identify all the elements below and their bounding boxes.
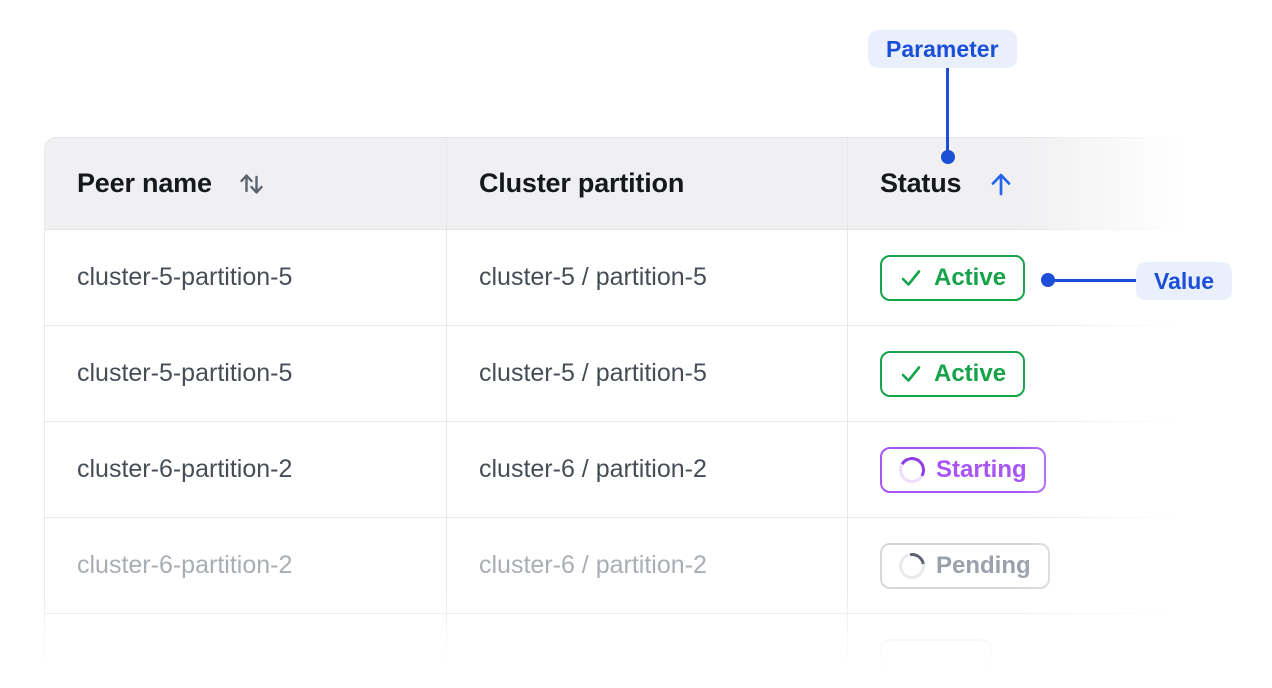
peer-name-cell: cluster-6-partition-2 [45, 422, 447, 517]
cluster-partition-cell: cluster-5 / partition-5 [447, 326, 848, 421]
value-callout-pill: Value [1136, 262, 1233, 300]
peers-table: Peer name Cluster partition Status [44, 137, 1212, 688]
table-row: cluster-6-partition-2 cluster-6 / partit… [45, 518, 1212, 614]
sort-updown-icon[interactable] [236, 168, 267, 199]
table-row: cluster-6-partition-2 cluster-6 / partit… [45, 422, 1212, 518]
peer-name-cell: cluster-5-partition-5 [45, 230, 447, 325]
status-badge-starting: Starting [880, 446, 1046, 493]
cluster-partition-cell: cluster-5 / partition-5 [447, 230, 848, 325]
table-row [45, 614, 1212, 688]
peer-name-cell: cluster-5-partition-5 [45, 326, 447, 421]
spinner-icon [893, 547, 931, 584]
check-icon [901, 365, 921, 382]
parameter-connector-line [946, 66, 949, 152]
column-header-peer-name[interactable]: Peer name [45, 138, 447, 229]
cluster-partition-cell: cluster-6 / partition-2 [447, 422, 848, 517]
status-badge-label: Active [934, 263, 1007, 291]
value-connector-line [1052, 279, 1138, 282]
parameter-callout-pill: Parameter [868, 30, 1017, 68]
status-badge-label: Pending [936, 551, 1031, 579]
status-badge-label: Active [934, 359, 1007, 387]
status-badge-ghost [880, 639, 992, 687]
status-cell: Starting [848, 422, 1212, 517]
table-row: cluster-5-partition-5 cluster-5 / partit… [45, 230, 1212, 326]
status-header-label: Status [880, 168, 962, 198]
peer-name-header-label: Peer name [77, 168, 212, 198]
parameter-callout-label: Parameter [886, 35, 999, 62]
status-badge-label: Starting [936, 455, 1027, 483]
status-cell: Active [848, 230, 1212, 325]
table-header-row: Peer name Cluster partition Status [45, 138, 1212, 230]
table-row: cluster-5-partition-5 cluster-5 / partit… [45, 326, 1212, 422]
status-cell [848, 614, 1212, 688]
cluster-partition-header-label: Cluster partition [479, 168, 685, 198]
status-badge-active: Active [880, 254, 1026, 301]
value-connector-dot [1041, 273, 1055, 287]
status-badge-pending: Pending [880, 542, 1050, 589]
column-header-status[interactable]: Status [848, 138, 1212, 229]
cluster-partition-cell [447, 614, 848, 688]
peer-name-cell: cluster-6-partition-2 [45, 518, 447, 613]
cluster-partition-cell: cluster-6 / partition-2 [447, 518, 848, 613]
status-cell: Active [848, 326, 1212, 421]
status-cell: Pending [848, 518, 1212, 613]
parameter-connector-dot [941, 150, 955, 164]
sort-ascending-icon[interactable] [987, 169, 1015, 199]
spinner-icon [896, 453, 928, 486]
peer-name-cell [45, 614, 447, 688]
value-callout-label: Value [1154, 267, 1215, 294]
column-header-cluster-partition[interactable]: Cluster partition [447, 138, 848, 229]
status-badge-active: Active [880, 350, 1026, 397]
check-icon [901, 269, 921, 286]
